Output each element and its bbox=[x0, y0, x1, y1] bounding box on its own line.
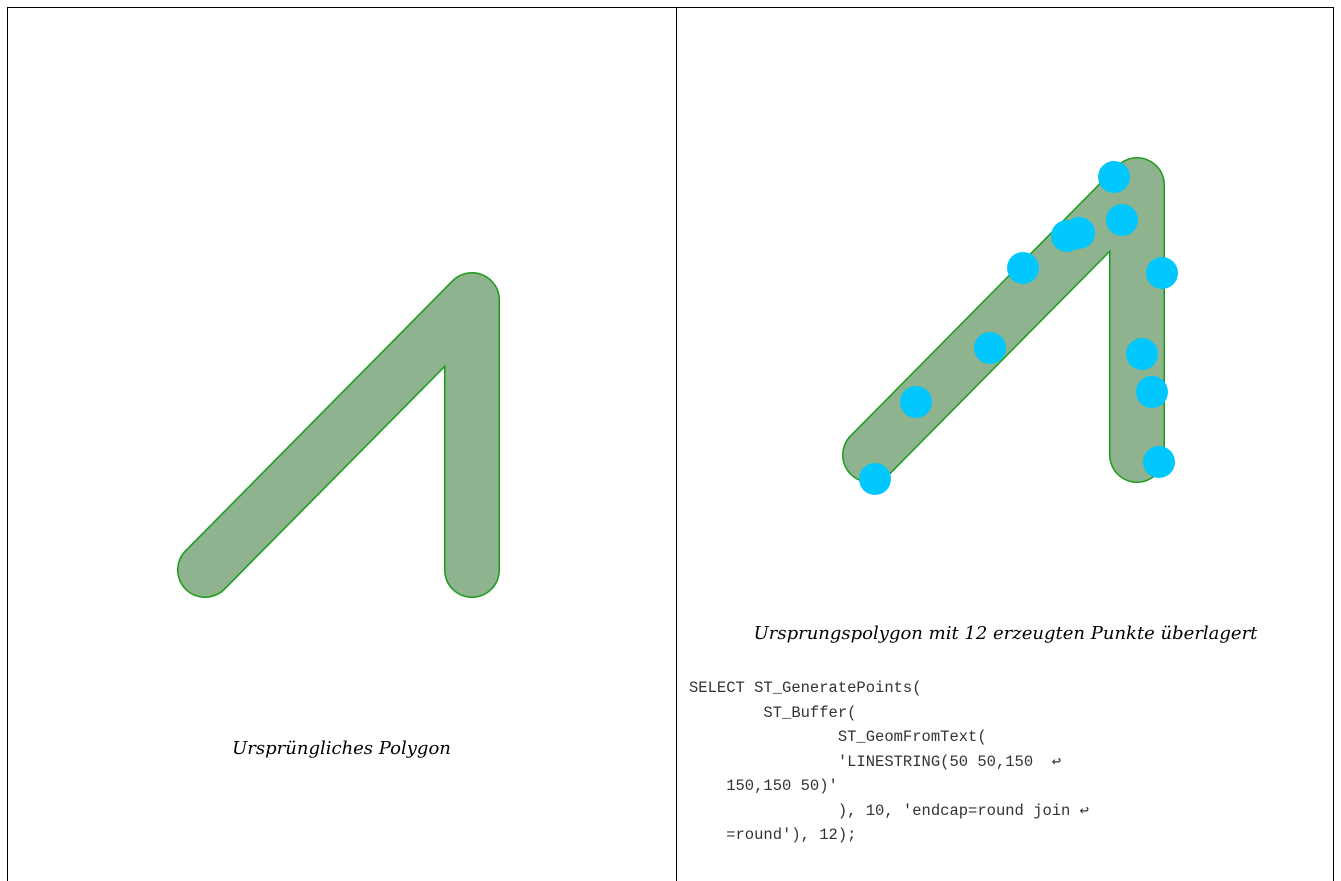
code-line: SELECT ST_GeneratePoints( bbox=[689, 679, 922, 697]
column-divider bbox=[676, 7, 677, 881]
generated-point bbox=[1146, 257, 1178, 289]
original-polygon-figure bbox=[177, 272, 500, 598]
figure-table-frame bbox=[7, 7, 1334, 881]
generated-point bbox=[1143, 446, 1175, 478]
generated-point bbox=[859, 463, 891, 495]
left-figure-caption: Ursprüngliches Polygon bbox=[232, 738, 451, 759]
code-line: ), 10, 'endcap=round join ↩ bbox=[689, 801, 1089, 820]
generated-point bbox=[1007, 252, 1039, 284]
generated-point bbox=[974, 332, 1006, 364]
code-line: 'LINESTRING(50 50,150 ↩ bbox=[689, 752, 1062, 771]
generated-points bbox=[859, 161, 1178, 495]
generated-point bbox=[1098, 161, 1130, 193]
code-line: ST_GeomFromText( bbox=[689, 728, 987, 746]
original-polygon bbox=[177, 272, 500, 598]
sql-code-block: SELECT ST_GeneratePoints( ST_Buffer( ST_… bbox=[689, 676, 1089, 848]
generated-point bbox=[1106, 204, 1138, 236]
code-line: =round'), 12); bbox=[689, 826, 857, 844]
generated-points-figure bbox=[842, 157, 1178, 495]
code-line: ST_Buffer( bbox=[689, 703, 857, 722]
generated-point bbox=[1126, 338, 1158, 370]
generated-point bbox=[1051, 220, 1083, 252]
code-line: 150,150 50)' bbox=[689, 777, 838, 795]
generated-point bbox=[900, 386, 932, 418]
generated-point bbox=[1136, 376, 1168, 408]
right-figure-caption: Ursprungspolygon mit 12 erzeugten Punkte… bbox=[753, 623, 1258, 644]
